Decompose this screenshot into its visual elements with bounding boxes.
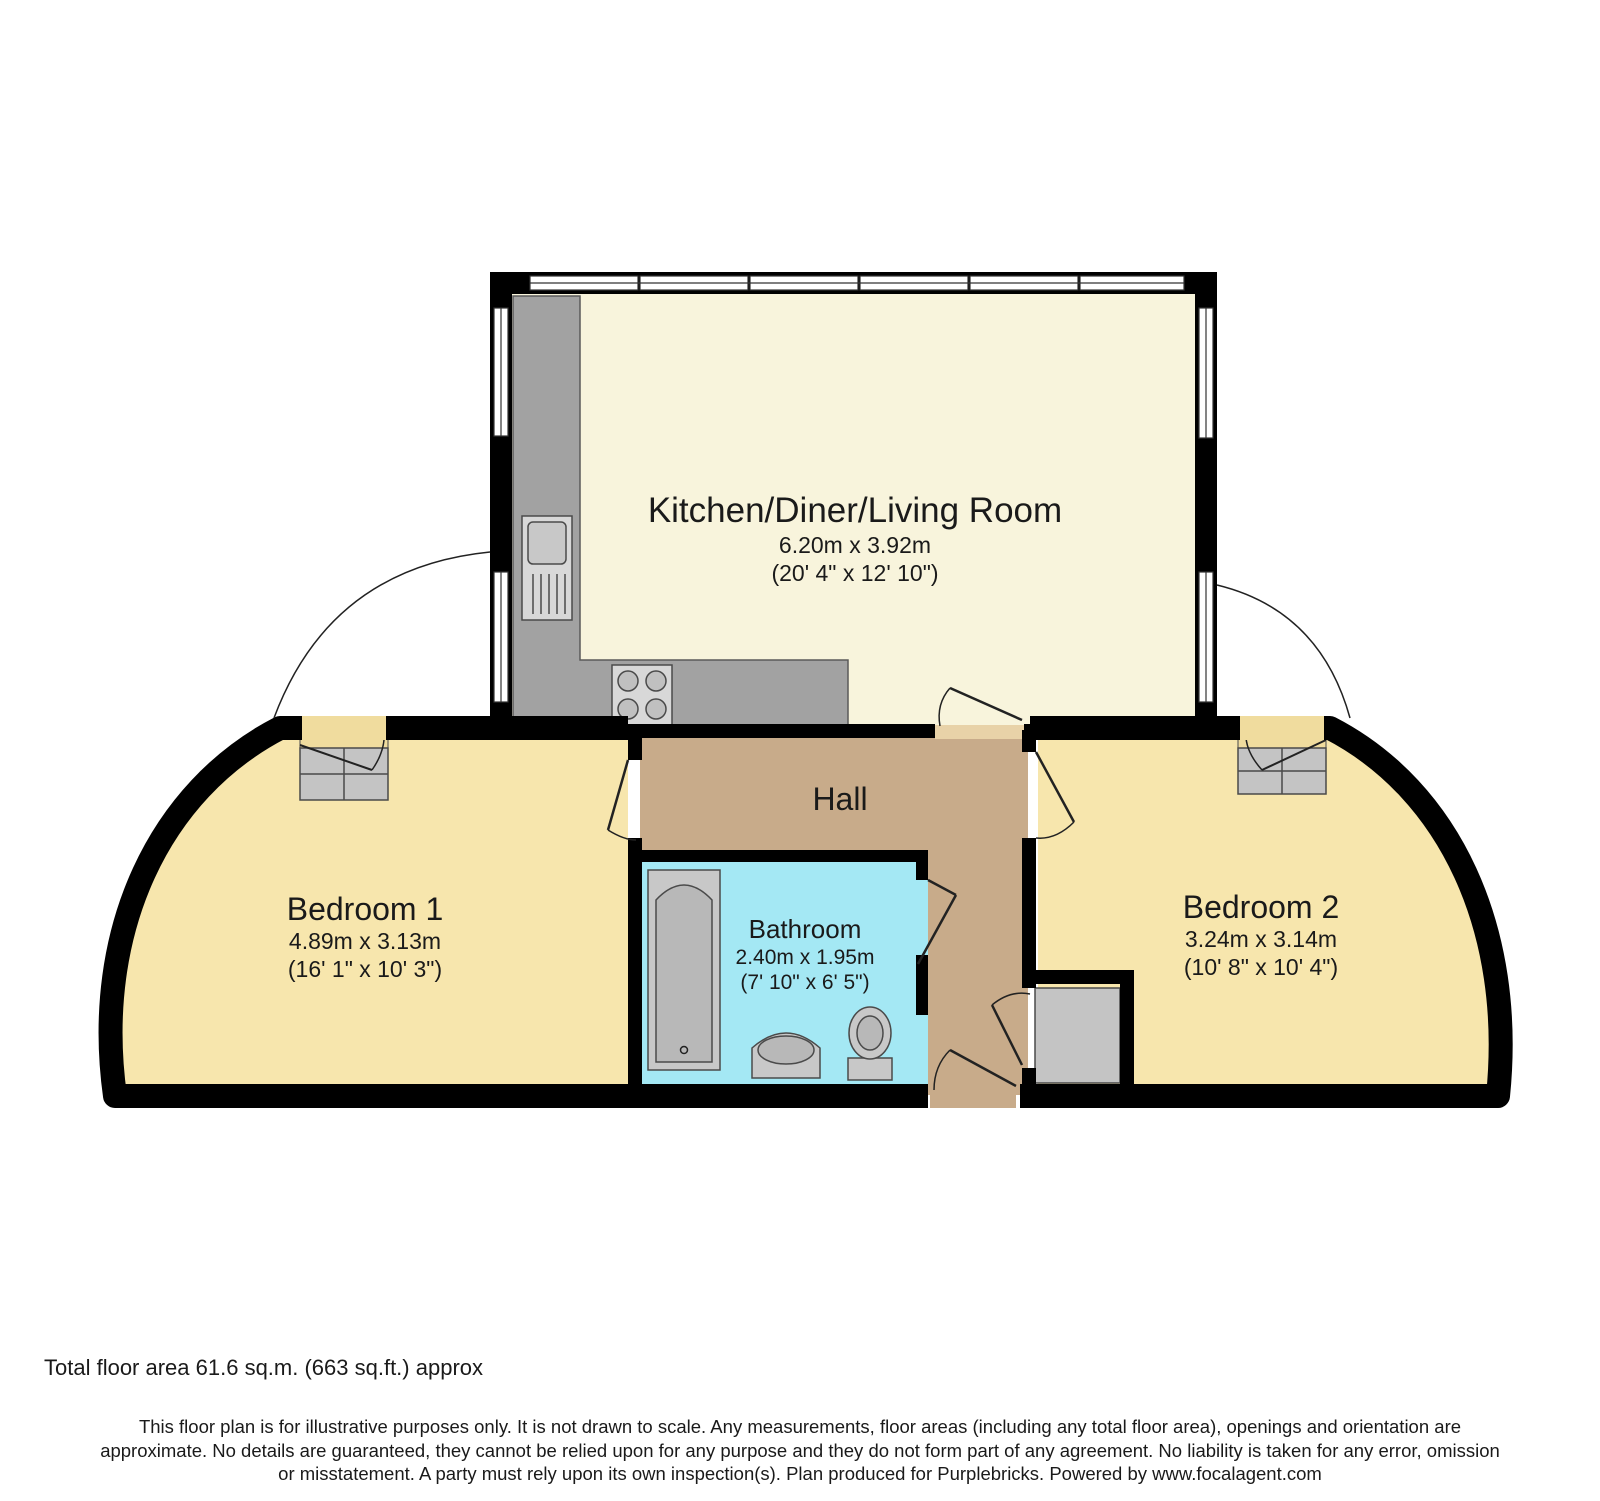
disclaimer: This floor plan is for illustrative purp… — [20, 1415, 1580, 1486]
door-sill-kitchen — [935, 725, 1025, 739]
hall-label: Hall — [780, 780, 900, 818]
bedroom-1-label: Bedroom 1 4.89m x 3.13m (16' 1" x 10' 3"… — [230, 890, 500, 984]
kitchen-metric: 6.20m x 3.92m — [778, 532, 932, 558]
kitchen-imperial: (20' 4" x 12' 10") — [771, 559, 939, 586]
kitchen-label: Kitchen/Diner/Living Room 6.20m x 3.92m … — [640, 490, 1070, 587]
bathroom-label: Bathroom 2.40m x 1.95m (7' 10" x 6' 5") — [715, 914, 895, 996]
bedroom-2-imperial: (10' 8" x 10' 4") — [1183, 953, 1339, 980]
right-door-arc — [1216, 584, 1351, 719]
hall-floor — [640, 730, 1028, 1095]
bathroom-metric: 2.40m x 1.95m — [735, 946, 875, 970]
bedroom-1-outer-wall — [98, 716, 928, 1108]
storage-cupboard — [1034, 987, 1121, 1084]
toilet — [847, 1006, 893, 1081]
bedroom-1-metric: 4.89m x 3.13m — [288, 928, 442, 955]
bedroom-1-floor — [110, 728, 629, 1090]
kitchen-hob — [611, 664, 673, 726]
front-door-opening — [930, 1084, 1016, 1108]
bedroom-2-name: Bedroom 2 — [1182, 889, 1340, 925]
bedroom-2-metric: 3.24m x 3.14m — [1184, 926, 1338, 953]
bathroom-imperial: (7' 10" x 6' 5") — [740, 971, 870, 995]
bathroom-name: Bathroom — [748, 914, 862, 944]
kitchen-sink — [521, 515, 573, 621]
washbasin — [751, 1032, 821, 1079]
bedroom-1-name: Bedroom 1 — [286, 891, 444, 927]
bedroom-2-outer-wall — [1020, 716, 1513, 1108]
bedroom-1-imperial: (16' 1" x 10' 3") — [287, 955, 443, 982]
kitchen-left-windows — [493, 307, 509, 703]
kitchen-floor — [510, 290, 1197, 727]
hall-name: Hall — [812, 781, 868, 817]
bedroom-2-floor — [1038, 728, 1496, 1090]
disclaimer-line-1: This floor plan is for illustrative purp… — [138, 1416, 1462, 1437]
bedroom-2-label: Bedroom 2 3.24m x 3.14m (10' 8" x 10' 4"… — [1126, 888, 1396, 982]
left-door-arc — [273, 551, 491, 719]
disclaimer-line-3: or misstatement. A party must rely upon … — [278, 1463, 1322, 1485]
door-swings — [606, 686, 1076, 1091]
bathtub — [647, 869, 721, 1071]
disclaimer-line-2: approximate. No details are guaranteed, … — [100, 1439, 1500, 1461]
kitchen-top-windows — [529, 275, 1185, 291]
total-floor-area: Total floor area 61.6 sq.m. (663 sq.ft.)… — [44, 1355, 484, 1380]
kitchen-name: Kitchen/Diner/Living Room — [647, 491, 1063, 530]
kitchen-right-windows — [1198, 307, 1214, 703]
